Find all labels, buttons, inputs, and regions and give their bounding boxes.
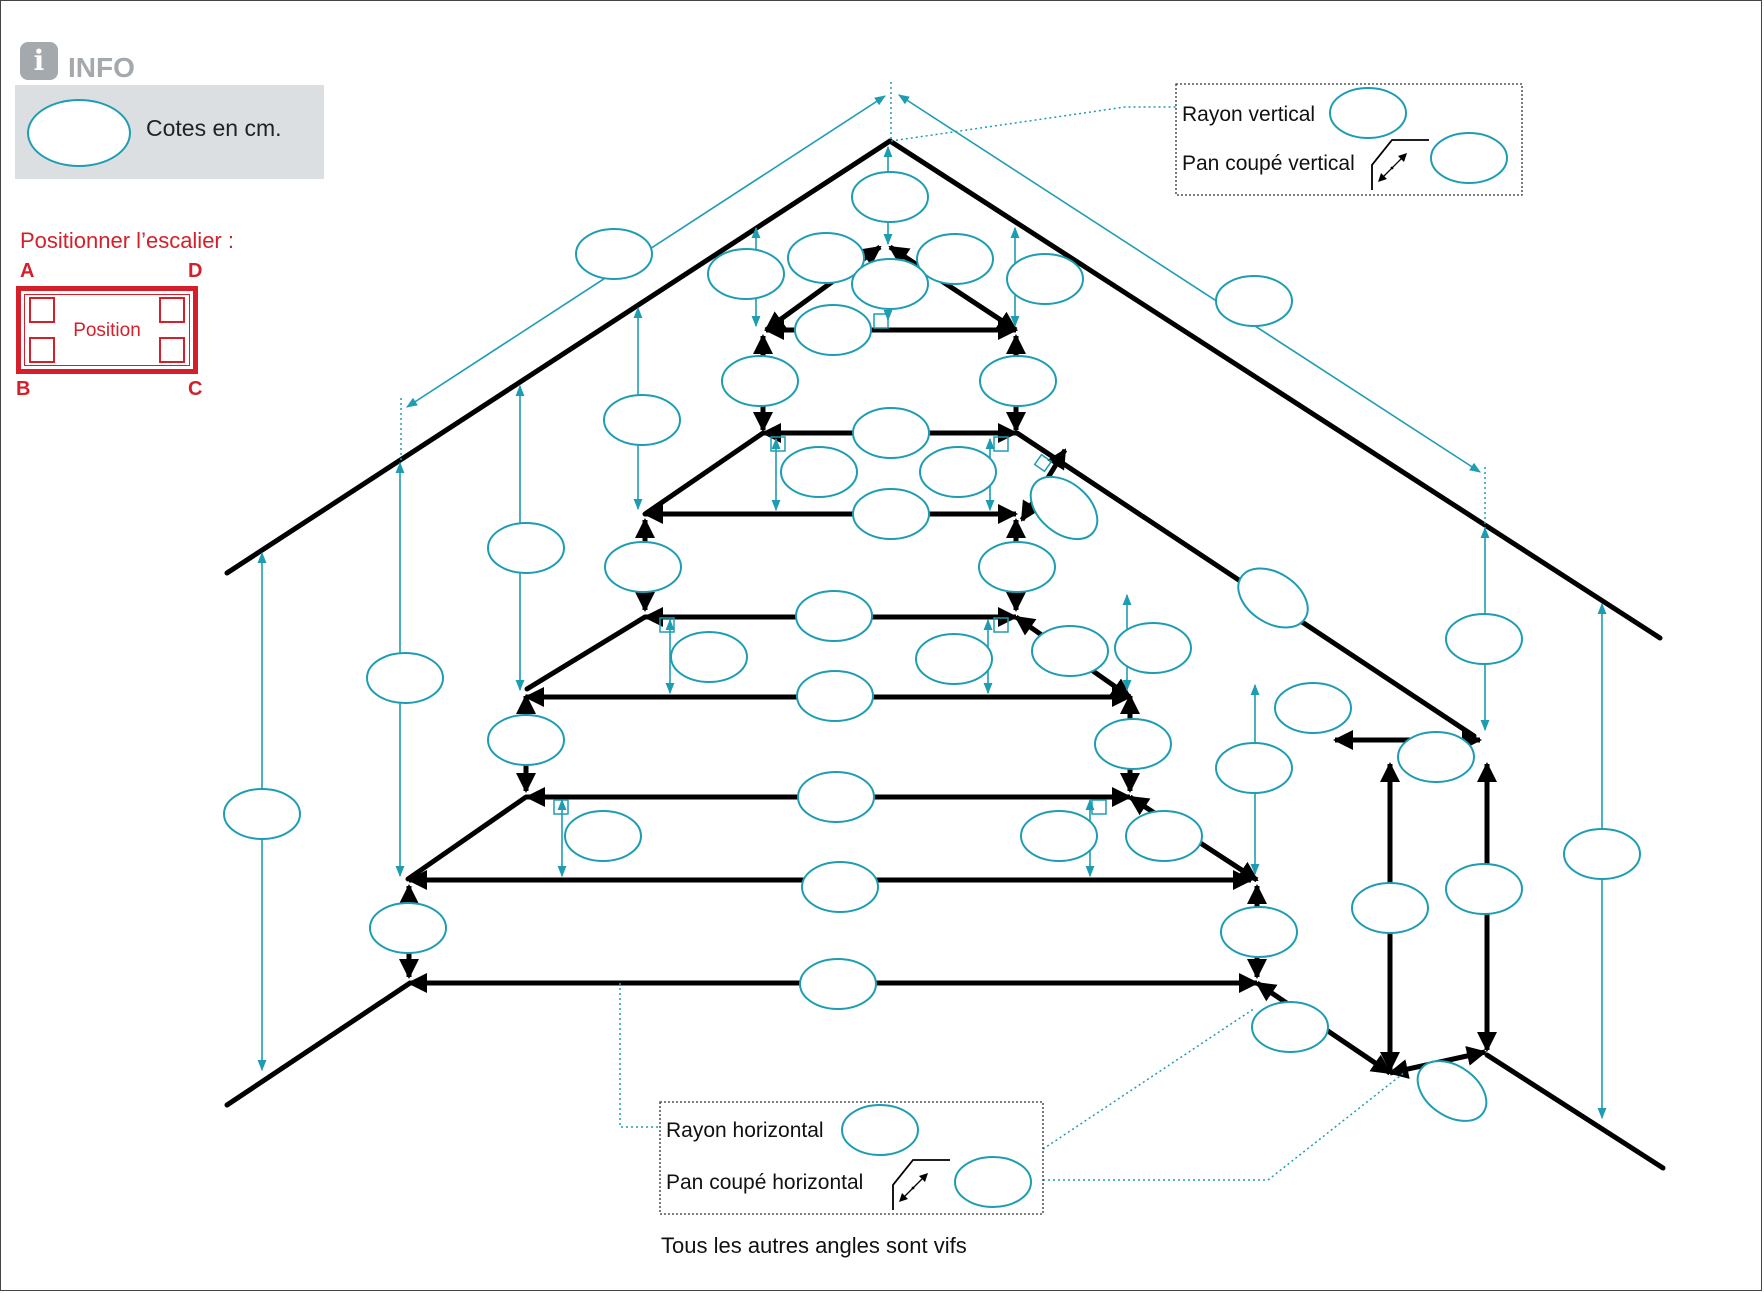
corner-c-label: C — [188, 378, 203, 400]
legend-vertical-cut-oval — [1430, 132, 1508, 184]
corner-a-label: A — [20, 260, 35, 282]
info-caption: Cotes en cm. — [146, 115, 282, 141]
position-checkbox-b[interactable] — [29, 337, 55, 363]
position-box: Position — [16, 286, 198, 374]
corner-d-label: D — [188, 260, 203, 282]
legend-vertical: Rayon vertical Pan coupé vertical — [1175, 83, 1523, 196]
note-text: Tous les autres angles sont vifs — [661, 1233, 967, 1258]
position-label: Position — [73, 320, 141, 341]
info-title: INFO — [68, 52, 135, 83]
legend-horizontal: Rayon horizontal Pan coupé horizontal — [659, 1101, 1044, 1215]
info-icon: i — [20, 42, 58, 80]
info-box: Cotes en cm. — [15, 85, 324, 179]
legend-horizontal-radius-label: Rayon horizontal — [666, 1119, 824, 1142]
position-box-inner — [24, 294, 190, 366]
legend-vertical-radius-label: Rayon vertical — [1182, 103, 1315, 126]
legend-vertical-cut-label: Pan coupé vertical — [1182, 152, 1355, 175]
position-checkbox-a[interactable] — [29, 297, 55, 323]
position-checkbox-c[interactable] — [159, 337, 185, 363]
legend-horizontal-cut-oval — [954, 1156, 1032, 1208]
legend-horizontal-cut-label: Pan coupé horizontal — [666, 1171, 863, 1194]
dimension-oval-sample — [27, 99, 131, 167]
position-title: Positionner l’escalier : — [20, 228, 234, 253]
legend-vertical-radius-oval — [1329, 87, 1407, 139]
chamfer-icon — [892, 1159, 950, 1210]
position-checkbox-d[interactable] — [159, 297, 185, 323]
legend-horizontal-radius-oval — [841, 1104, 919, 1156]
corner-b-label: B — [16, 378, 31, 400]
info-header: i INFO — [20, 36, 135, 86]
chamfer-icon — [1371, 139, 1429, 190]
